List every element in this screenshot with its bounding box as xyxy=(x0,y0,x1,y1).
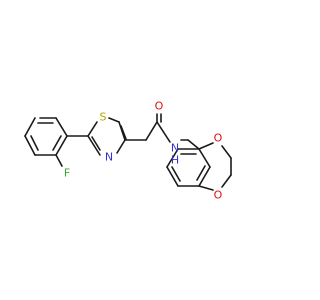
bond xyxy=(87,121,98,137)
bond xyxy=(55,135,68,156)
atom-n-thiazole: N xyxy=(105,151,113,164)
bond xyxy=(166,148,179,168)
bond xyxy=(198,148,211,168)
atom-h-amide: H xyxy=(171,154,179,167)
bond-c-f xyxy=(55,154,63,167)
bond xyxy=(116,139,126,154)
atom-o-dioxole-top: O xyxy=(214,132,223,145)
bond-double xyxy=(91,136,101,151)
thiazole-ring xyxy=(87,117,127,156)
bond-double xyxy=(30,135,39,151)
bond xyxy=(24,117,36,137)
bond xyxy=(198,166,211,187)
bond-double xyxy=(52,135,62,151)
bond-double xyxy=(196,165,206,181)
molecule-svg: S N F O N H O O xyxy=(24,100,232,202)
bond xyxy=(24,135,36,156)
bond xyxy=(118,121,126,141)
dioxole-ring xyxy=(198,142,232,191)
atom-f: F xyxy=(64,167,70,180)
atom-s: S xyxy=(100,111,107,124)
bond xyxy=(108,117,120,123)
bond xyxy=(198,142,214,150)
atom-o-dioxole-bottom: O xyxy=(214,189,223,202)
bond xyxy=(221,145,232,159)
bond-double xyxy=(120,125,127,140)
bond xyxy=(87,135,101,156)
fluorophenyl-ring xyxy=(24,117,68,156)
bond xyxy=(166,166,179,187)
bond xyxy=(198,185,214,191)
bond-ch2-ring xyxy=(187,139,200,150)
atom-n-amide: N xyxy=(171,142,179,155)
bond-double xyxy=(171,166,181,182)
benzodioxole-benzene xyxy=(166,148,211,187)
bond-ch2-carbonyl xyxy=(145,121,158,141)
molecule-diagram: S N F O N H O O xyxy=(24,100,232,202)
bond xyxy=(55,117,68,137)
bond-carbonyl-n xyxy=(156,121,171,143)
atom-o-carbonyl: O xyxy=(155,100,164,113)
bond xyxy=(221,174,232,188)
